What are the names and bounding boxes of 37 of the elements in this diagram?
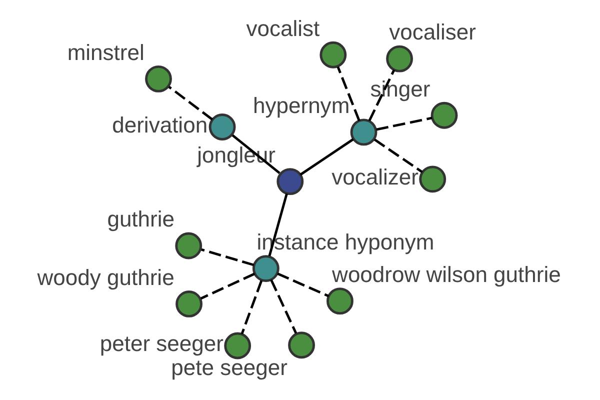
node-label: woodrow wilson guthrie	[332, 262, 561, 287]
node-circle	[320, 41, 347, 68]
node-label: vocalizer	[332, 164, 419, 190]
node-circle	[175, 232, 202, 260]
node-label: derivation	[112, 112, 208, 138]
node-label: minstrel	[67, 40, 144, 65]
connector	[376, 116, 432, 131]
node-circle	[386, 45, 413, 72]
node-label: peter seeger	[100, 331, 224, 356]
connector	[240, 280, 263, 334]
node-circle	[326, 288, 354, 315]
node-label: singer	[370, 76, 430, 102]
connector	[336, 66, 360, 122]
connector	[277, 272, 330, 298]
node-label: guthrie	[107, 206, 175, 232]
connector	[374, 138, 423, 174]
connector	[300, 138, 354, 176]
node-circle	[252, 255, 280, 282]
node-circle	[224, 332, 252, 360]
node-circle	[208, 114, 236, 140]
node-circle	[430, 102, 458, 129]
node-label: pete seeger	[171, 355, 288, 380]
node-circle	[350, 118, 378, 146]
node-label: hypernym	[253, 93, 350, 118]
connector	[200, 272, 256, 300]
node-circle	[176, 290, 202, 318]
node-circle	[419, 166, 446, 193]
node-circle	[145, 65, 172, 92]
node-label: woody guthrie	[37, 264, 174, 290]
connector	[201, 248, 254, 266]
node-circle	[288, 332, 315, 359]
connector	[368, 69, 396, 122]
connector	[168, 86, 214, 120]
node-circle	[276, 168, 304, 196]
connector	[270, 279, 298, 334]
node-label: vocalist	[246, 16, 320, 41]
node-label: vocaliser	[389, 20, 476, 45]
